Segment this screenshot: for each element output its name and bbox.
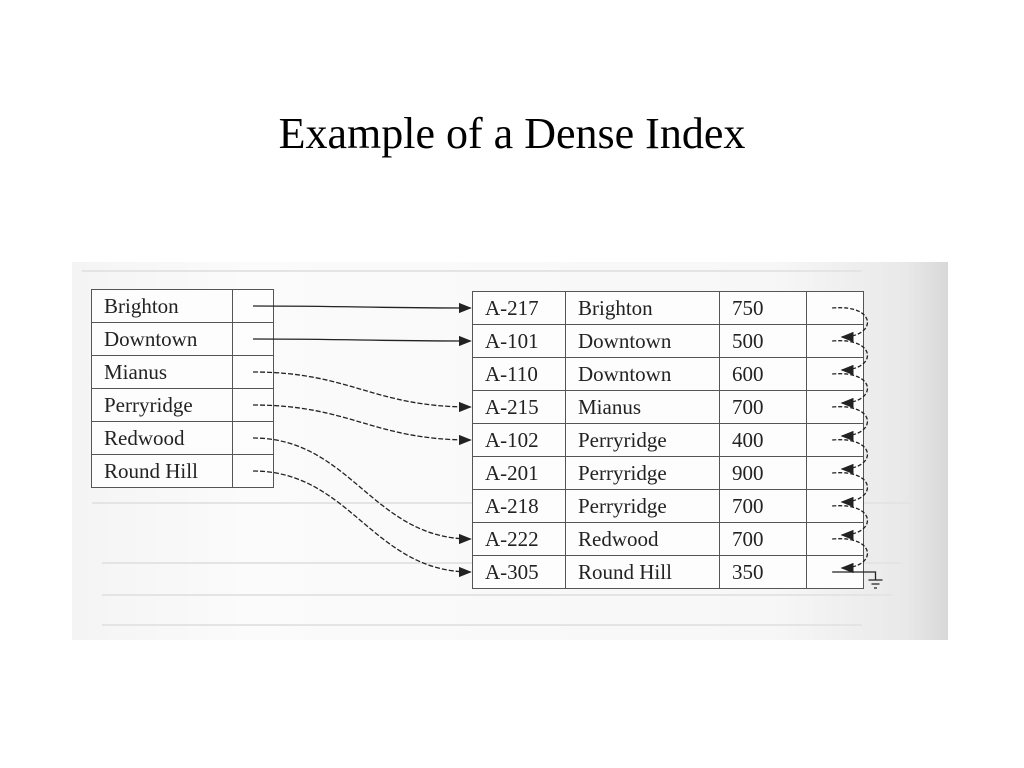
page-title: Example of a Dense Index [278,109,746,158]
record-balance: 700 [719,489,807,523]
record-balance: 900 [719,456,807,490]
index-row: Brighton [91,289,274,323]
record-account: A-217 [472,291,566,325]
record-account: A-305 [472,555,566,589]
index-key: Redwood [91,421,233,455]
index-pointer-arrow [252,302,472,314]
index-row: Round Hill [91,454,274,488]
null-pointer-ground-icon [832,571,883,589]
record-branch: Downtown [565,357,720,391]
record-balance: 350 [719,555,807,589]
record-chain-arrow [832,538,869,574]
record-branch: Downtown [565,324,720,358]
record-balance: 400 [719,423,807,457]
record-chain-arrow [832,406,869,442]
record-account: A-218 [472,489,566,523]
record-account: A-222 [472,522,566,556]
record-branch: Perryridge [565,456,720,490]
index-pointer-arrow [252,371,472,413]
index-pointer-arrow [252,437,472,545]
record-chain-arrow [832,505,869,541]
index-pointer-arrow [252,335,472,347]
record-chain-arrow [832,472,869,508]
record-branch: Round Hill [565,555,720,589]
record-balance: 700 [719,522,807,556]
record-pointer-cell [806,456,864,490]
index-pointer-arrow [252,404,472,446]
record-chain-arrow [832,439,869,475]
record-branch: Redwood [565,522,720,556]
record-account: A-201 [472,456,566,490]
record-chain-arrow [832,340,869,376]
record-chain-arrow [832,307,869,343]
index-key: Perryridge [91,388,233,422]
index-pointer-cell [232,355,274,389]
record-branch: Perryridge [565,489,720,523]
index-key: Downtown [91,322,233,356]
record-balance: 500 [719,324,807,358]
index-key: Round Hill [91,454,233,488]
index-row: Downtown [91,322,274,356]
record-account: A-110 [472,357,566,391]
record-branch: Mianus [565,390,720,424]
index-pointer-arrow [252,470,472,578]
record-branch: Brighton [565,291,720,325]
index-row: Redwood [91,421,274,455]
record-account: A-102 [472,423,566,457]
record-account: A-101 [472,324,566,358]
record-chain-arrow [832,373,869,409]
